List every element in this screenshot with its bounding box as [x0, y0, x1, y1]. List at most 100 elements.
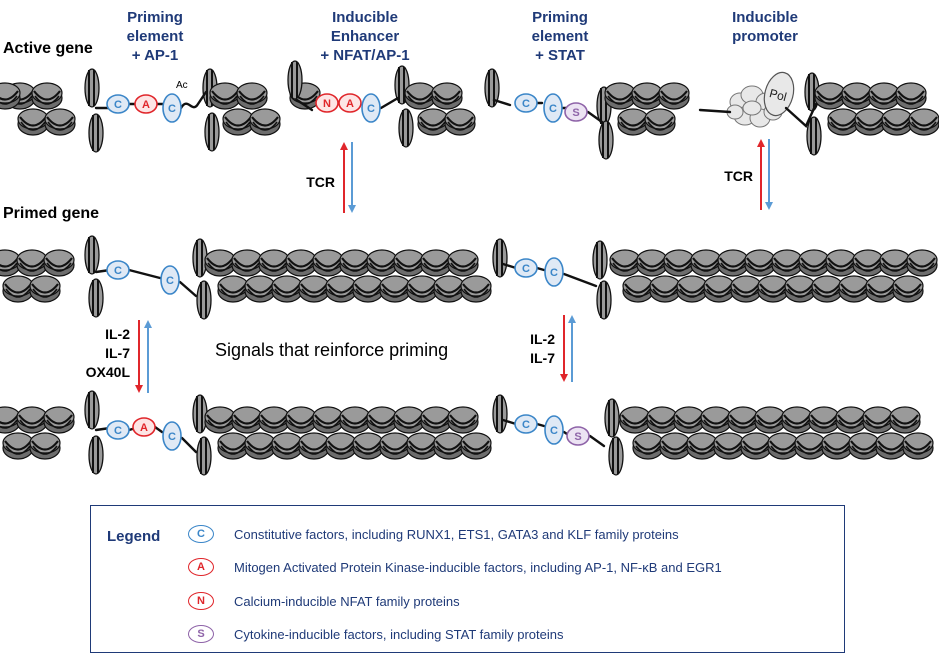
nucleosome	[649, 275, 681, 303]
nucleosome	[841, 82, 873, 110]
nucleosome-edge	[196, 280, 212, 320]
header-priming-element-stat: Priming element + STAT	[531, 9, 589, 64]
nucleosome	[744, 249, 776, 277]
nucleosome	[16, 406, 48, 434]
dna-linker	[562, 272, 598, 288]
factor-letter: A	[140, 422, 148, 434]
nucleosome	[730, 275, 762, 303]
nucleosome	[908, 108, 939, 136]
dna-linker	[492, 98, 512, 107]
nucleosome	[798, 249, 830, 277]
factor-letter: N	[323, 98, 331, 110]
nucleosome	[808, 406, 840, 434]
factor-letter: C	[367, 103, 375, 115]
nucleosome	[619, 406, 651, 434]
nucleosome	[285, 406, 317, 434]
stat-factor-icon: S	[188, 625, 214, 643]
legend-item-mapk: A Mitogen Activated Protein Kinase-induc…	[188, 556, 722, 578]
nucleosome	[339, 406, 371, 434]
nucleosome	[209, 82, 241, 110]
nucleosome	[814, 82, 846, 110]
nucleosome	[2, 432, 34, 460]
nucleosome	[902, 432, 934, 460]
dna-linker	[179, 90, 208, 110]
nucleosome	[460, 432, 492, 460]
dna-linker	[535, 266, 546, 272]
nucleosome	[298, 275, 330, 303]
nucleosome	[852, 249, 884, 277]
nucleosome	[686, 432, 718, 460]
nucleosome	[231, 406, 263, 434]
factor-letter: C	[168, 431, 176, 443]
nucleosome	[767, 432, 799, 460]
header-priming-element-ap1: Priming element + AP-1	[126, 9, 184, 64]
nucleosome	[895, 82, 927, 110]
signals-reinforce-priming-text: Signals that reinforce priming	[215, 340, 449, 360]
nucleosome	[673, 406, 705, 434]
nucleosome	[236, 82, 268, 110]
factor-letter: C	[114, 265, 122, 277]
nucleosome	[258, 406, 290, 434]
nucleosome	[249, 108, 281, 136]
nucleosome	[892, 275, 924, 303]
factor-letter: S	[572, 107, 579, 119]
signal-arrow	[568, 315, 576, 382]
nucleosome	[622, 275, 654, 303]
nucleosome	[771, 249, 803, 277]
nucleosome	[366, 406, 398, 434]
factor-letter: C	[522, 98, 530, 110]
nucleosome-edge	[598, 120, 614, 160]
mapk-factor-icon: A	[134, 94, 158, 114]
signal-cytokines-left: IL-2 IL-7 OX40L	[85, 326, 130, 380]
nucleosome	[875, 432, 907, 460]
factor-letter: C	[550, 425, 558, 437]
nucleosome	[404, 82, 436, 110]
nucleosome	[740, 432, 772, 460]
nucleosome	[244, 432, 276, 460]
nucleosome	[406, 432, 438, 460]
nucleosome	[431, 82, 463, 110]
nucleosome	[617, 108, 649, 136]
constitutive-factor-icon: C	[544, 415, 564, 445]
constitutive-factor-icon: C	[106, 94, 130, 114]
nucleosome	[31, 82, 63, 110]
nucleosome	[16, 249, 48, 277]
nucleosome	[325, 275, 357, 303]
nucleosome	[271, 432, 303, 460]
nucleosome	[609, 249, 641, 277]
signal-arrow	[135, 320, 143, 393]
header-inducible-enhancer: Inducible Enhancer + NFAT/AP-1	[320, 9, 410, 64]
constitutive-factor-icon: C	[160, 265, 180, 295]
nucleosome	[879, 249, 911, 277]
nucleosome	[825, 249, 857, 277]
nucleosome	[352, 432, 384, 460]
nucleosome	[659, 432, 691, 460]
nucleosome	[43, 406, 75, 434]
nucleosome	[217, 432, 249, 460]
acetylation-label: Ac	[176, 80, 188, 91]
nucleosome-edge	[287, 60, 303, 100]
nfat-factor-icon: N	[188, 592, 214, 610]
nucleosome	[222, 108, 254, 136]
signal-tcr-right: TCR	[724, 168, 753, 184]
factor-letter: C	[522, 263, 530, 275]
constitutive-factor-icon: C	[514, 258, 538, 278]
nucleosome-edge	[596, 280, 612, 320]
constitutive-factor-icon: C	[106, 420, 130, 440]
nucleosome	[244, 275, 276, 303]
legend-item-cytokine: S Cytokine-inducible factors, including …	[188, 623, 563, 645]
nucleosome	[854, 108, 886, 136]
nucleosome	[447, 406, 479, 434]
dna-linker	[295, 98, 314, 112]
nucleosome	[433, 432, 465, 460]
nucleosome	[663, 249, 695, 277]
signal-arrow	[348, 142, 356, 213]
legend-box: Legend C Constitutive factors, including…	[90, 505, 845, 653]
constitutive-factor-icon: C	[544, 257, 564, 287]
nucleosome	[646, 406, 678, 434]
nucleosome	[862, 406, 894, 434]
nucleosome	[352, 275, 384, 303]
dna-linker	[127, 268, 162, 280]
dna-linker	[379, 96, 400, 110]
nucleosome	[204, 406, 236, 434]
